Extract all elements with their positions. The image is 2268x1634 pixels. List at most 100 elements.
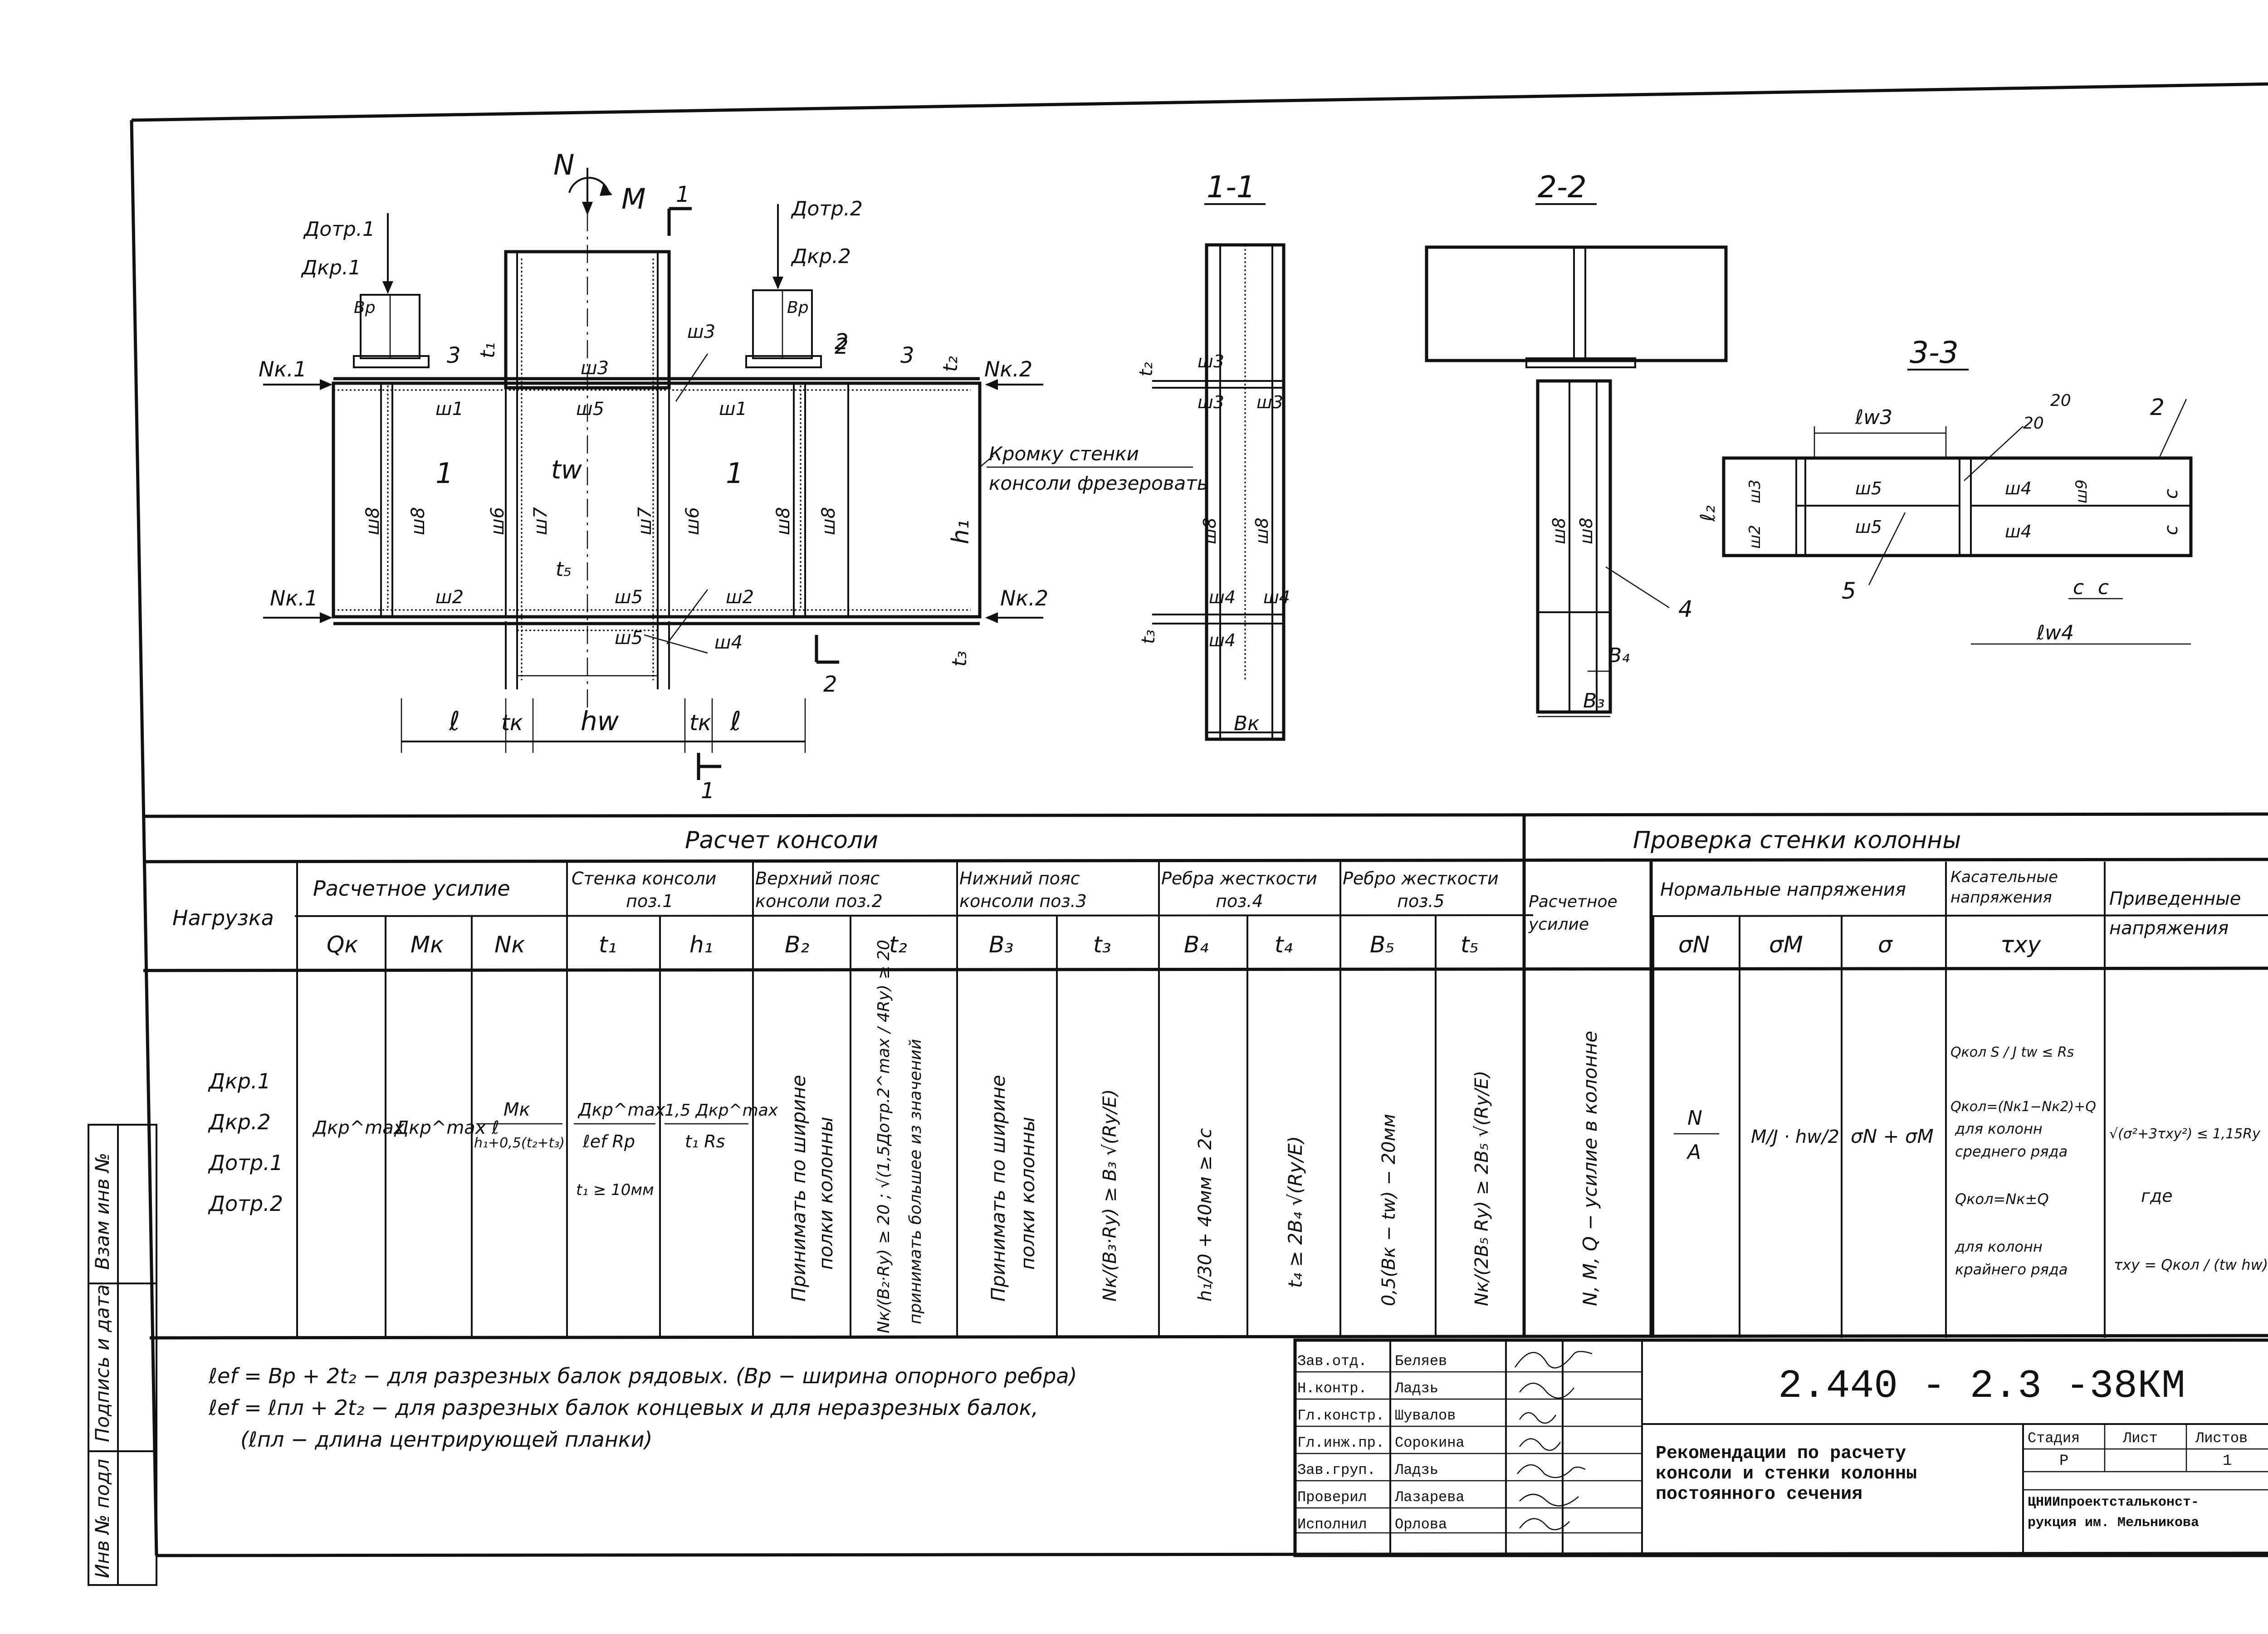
tb-stage-label: Стадия <box>2028 1430 2080 1447</box>
tb-sheet-label: Лист <box>2122 1430 2158 1447</box>
hdr-shear-1: Касательные <box>1950 868 2058 886</box>
cut-mark-2-right: 2 <box>823 672 837 697</box>
dim-bp-2: Bp <box>787 298 809 317</box>
dim-bp: Bp <box>354 298 376 317</box>
group-console: Расчет консоли <box>685 827 878 854</box>
s33-sh3-a: ш3 <box>1746 479 1764 503</box>
section-3-3-title: 3-3 <box>1910 335 1959 370</box>
s33-c-a: c <box>2161 489 2182 499</box>
tb-code: 2.440 - 2.3 -38КМ <box>1778 1364 2185 1409</box>
cell-sigma: σN + σM <box>1851 1125 1934 1147</box>
pos-2-top: 2 <box>835 334 849 359</box>
weld-sh8-1: ш8 <box>362 507 383 535</box>
tb-name-3: Сорокина <box>1395 1434 1465 1451</box>
cell-reduced-3: τxy = Qкол / (tw hw) <box>2114 1256 2268 1273</box>
sub-b2: B₂ <box>785 932 809 958</box>
sub-sigma-m: σM <box>1769 932 1803 958</box>
cell-h1-den: t₁ Rs <box>685 1132 725 1151</box>
cell-t1-num: Дкр^max <box>577 1100 665 1120</box>
cell-t2-1: Nк/(B₂·Ry) ≥ 20 ; √(1,5Дотр.2^max / 4Ry)… <box>875 940 893 1333</box>
note-frez-2: консоли фрезеровать <box>989 472 1208 494</box>
tb-org-0: ЦНИИпроектстальконст- <box>2028 1495 2199 1510</box>
sub-t4: t₄ <box>1275 932 1293 958</box>
s33-dim-lw4: ℓw4 <box>2036 621 2074 644</box>
sub-b3: B₃ <box>989 932 1013 958</box>
s22-sh8-b: ш8 <box>1576 517 1596 544</box>
hdr-normal: Нормальные напряжения <box>1660 879 1906 900</box>
cell-b4: h₁/30 + 40мм ≥ 2c <box>1195 1128 1216 1302</box>
s11-sh4-c: ш4 <box>1209 630 1236 650</box>
s11-sh4-a: ш4 <box>1209 587 1236 607</box>
tb-name-6: Орлова <box>1395 1516 1447 1533</box>
stamp-original: Инв № подл <box>91 1459 113 1578</box>
cell-tau-3: для колонн <box>1955 1120 2043 1137</box>
s33-pos-5: 5 <box>1842 578 1856 604</box>
tb-name-1: Ладзь <box>1394 1380 1438 1397</box>
dim-tk-right: tк <box>689 710 711 736</box>
cell-b5: 0,5(Bк − tw) − 20мм <box>1378 1114 1399 1306</box>
s22-dim-b3: B₃ <box>1583 689 1605 712</box>
tb-title-0: Рекомендации по расчету <box>1656 1444 1906 1464</box>
weld-sh6-2: ш6 <box>682 507 703 535</box>
cell-t3: Nк/(B₃·Ry) ≥ B₃ √(Ry/E) <box>1100 1089 1120 1302</box>
hdr-rib4-1: Ребра жесткости <box>1161 868 1317 888</box>
sub-b4: B₄ <box>1184 932 1208 958</box>
cell-b3-2: полки колонны <box>1017 1117 1039 1270</box>
cell-reduced-2: где <box>2141 1186 2173 1206</box>
cell-tau-1: Qкол S / J tw ≤ Rs <box>1950 1044 2074 1060</box>
notes: ℓef = Bp + 2t₂ − для разрезных балок ряд… <box>208 1364 1077 1452</box>
cell-sigma-m: M/J · hw/2 <box>1751 1127 1839 1147</box>
label-nk1-top: Nк.1 <box>259 357 307 381</box>
s33-dim-20-a: 20 <box>2050 391 2071 410</box>
hdr-wall-1: Стенка консоли <box>572 868 716 888</box>
s33-c-b: c <box>2161 525 2182 535</box>
calc-table: Расчет консоли Проверка стенки колонны Н… <box>143 816 2268 1340</box>
hdr-bot-1: Нижний пояс <box>959 868 1080 888</box>
hdr-rib5-1: Ребро жесткости <box>1343 868 1499 888</box>
dim-tk-left: tк <box>501 710 523 736</box>
sub-nk: Nк <box>494 932 525 958</box>
hdr-load: Нагрузка <box>172 906 274 930</box>
s33-sh4-a: ш4 <box>2005 478 2032 498</box>
dim-t1: t₁ <box>476 342 499 358</box>
weld-sh8-4: ш8 <box>818 507 839 535</box>
cell-tau-4: среднего ряда <box>1955 1143 2068 1160</box>
cell-t4: t₄ ≥ 2B₄ √(Ry/E) <box>1284 1136 1306 1288</box>
dim-h1: h₁ <box>947 520 974 544</box>
section-2-2: 2-2 ш8 ш8 4 B₄ B₃ <box>1425 170 1728 717</box>
hdr-top-1: Верхний пояс <box>755 868 880 888</box>
stamp-replacement: Взам инв № <box>91 1153 113 1270</box>
cell-nk-num: Mк <box>503 1099 530 1120</box>
s11-dim-t2: t₂ <box>1136 362 1157 376</box>
s11-sh8-a: ш8 <box>1200 517 1220 544</box>
note-frez-1: Кромку стенки <box>989 443 1139 465</box>
title-block: 2.440 - 2.3 -38КМ Зав.отд. Н.контр. Гл.к… <box>1293 1338 2268 1557</box>
load-dkr1: Дкр.1 <box>208 1069 271 1093</box>
cell-force-right: N, M, Q − усилие в колонне <box>1579 1031 1601 1306</box>
dim-tw: tw <box>551 455 582 485</box>
s11-sh3-c: ш3 <box>1256 392 1283 412</box>
cell-t5: Nк/(2B₅ Ry) ≥ 2B₅ √(Ry/E) <box>1471 1071 1492 1306</box>
s33-sh2-a: ш2 <box>1746 525 1764 549</box>
tb-role-6: Исполнил <box>1297 1516 1367 1533</box>
sub-b5: B₅ <box>1370 932 1394 958</box>
s11-sh8-b: ш8 <box>1252 517 1272 544</box>
s33-dim-lw3: ℓw3 <box>1855 406 1892 429</box>
s33-sh4-b: ш4 <box>2005 522 2032 541</box>
hdr-force-right-2: усилие <box>1528 915 1589 934</box>
dim-l-right: ℓ <box>730 706 741 737</box>
cell-mk: Дкр^max ℓ <box>394 1117 499 1138</box>
tb-org-1: рукция им. Мельникова <box>2028 1515 2199 1531</box>
cell-sigma-n-den: A <box>1686 1141 1701 1164</box>
hdr-top-2: консоли поз.2 <box>755 891 883 911</box>
cell-sigma-n-num: N <box>1687 1107 1702 1130</box>
cut-mark-3-left: 3 <box>447 343 461 368</box>
dim-t5: t₅ <box>556 558 572 581</box>
pos-1-right: 1 <box>726 457 743 490</box>
stamp-signature: Подпись и дата <box>91 1284 113 1442</box>
tb-role-3: Гл.инж.пр. <box>1297 1434 1384 1451</box>
sub-qk: Qк <box>327 932 358 958</box>
weld-sh3-right: ш3 <box>687 322 715 342</box>
cell-qk: Дкр^max <box>312 1117 405 1138</box>
weld-sh5-mid: ш5 <box>615 587 643 608</box>
